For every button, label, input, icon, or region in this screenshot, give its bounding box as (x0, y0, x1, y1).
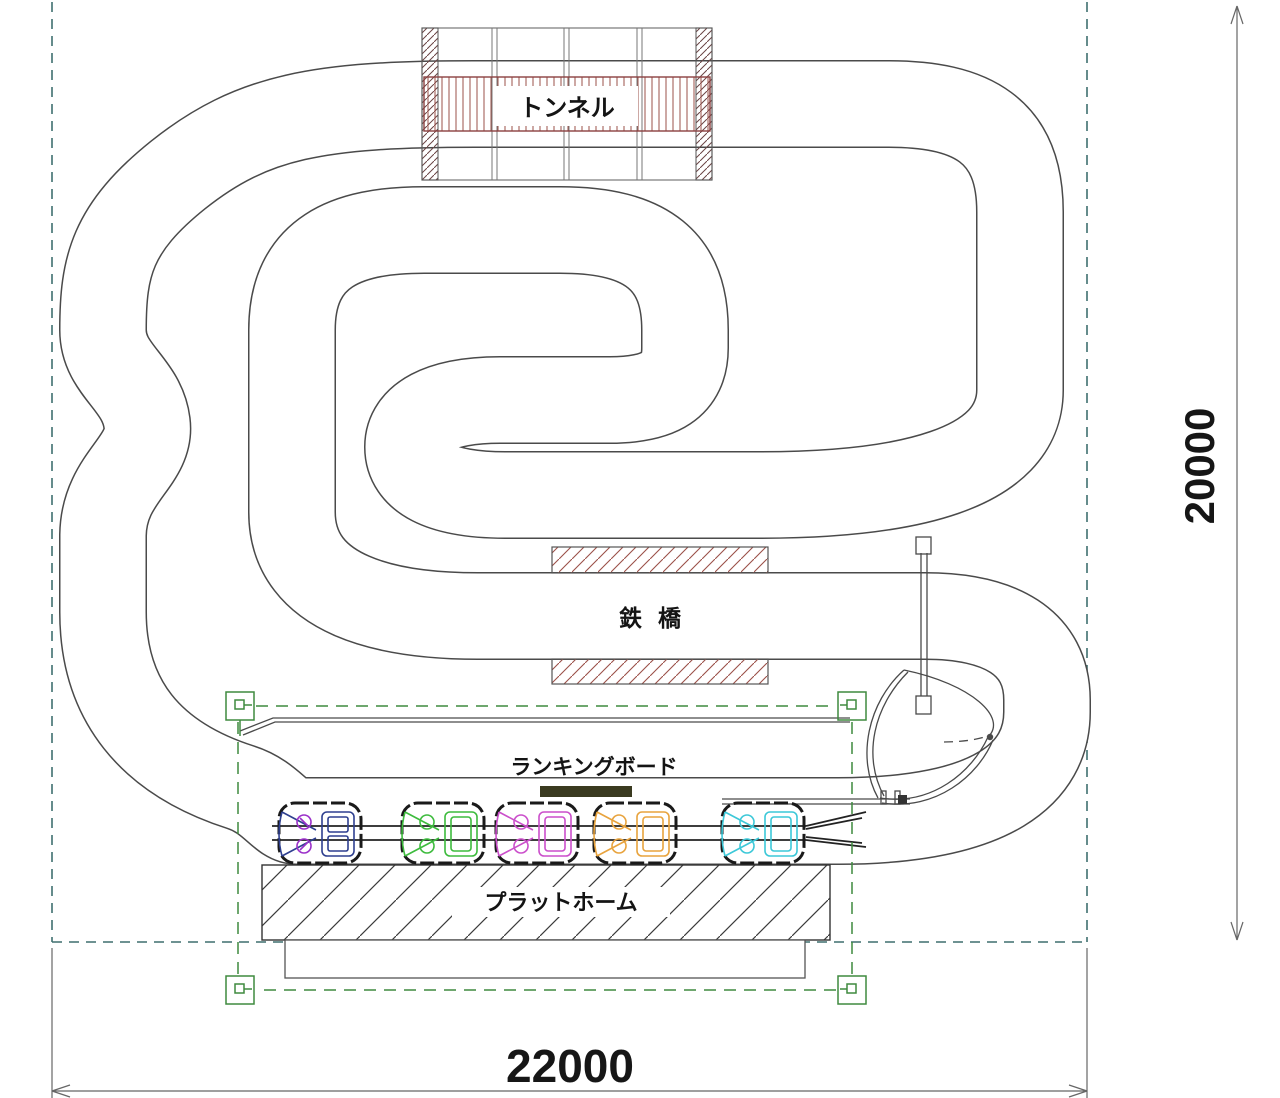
station-fence (239, 717, 850, 736)
height-dimension-label: 20000 (1176, 408, 1223, 525)
arrow-left (51, 1084, 71, 1098)
gate-post-bottom (915, 695, 932, 715)
tunnel-label: トンネル (519, 94, 615, 122)
ranking-board-panel (540, 786, 632, 797)
platform-base (284, 939, 806, 979)
bridge-girder-top (551, 546, 769, 574)
gate-sweep-arc (903, 669, 994, 738)
ranking-board: ランキングボード (510, 755, 678, 797)
sensor-layout (225, 691, 867, 1005)
dimension-height (1230, 5, 1244, 941)
gate-rail-block (898, 795, 907, 804)
platform-label-bg (452, 887, 670, 917)
bridge-structure: 鉄 橋 (551, 546, 769, 685)
bridge-girder-bottom (551, 658, 769, 685)
platform: プラットホーム (261, 864, 831, 979)
arrow-bottom (1230, 921, 1244, 941)
kart-navy (277, 801, 363, 865)
boarding-gate (722, 536, 994, 805)
gate-arm-dashed (943, 735, 989, 743)
track-road-surface (60, 61, 1090, 864)
gate-arm-left (866, 669, 905, 799)
sensor-marker-top-right (837, 691, 867, 721)
rail-switch-lower (805, 839, 867, 848)
sensor-marker-bottom-right (837, 975, 867, 1005)
tunnel-structure: トンネル (421, 27, 713, 181)
gate-arm-left2 (872, 671, 909, 797)
kart-green (400, 801, 486, 865)
ranking-board-label: ランキングボード (510, 755, 677, 779)
kart-magenta (494, 801, 580, 865)
kart-cyan (720, 801, 806, 865)
kart-orange (592, 801, 678, 865)
width-dimension-label: 22000 (506, 1040, 634, 1092)
platform-label: プラットホーム (484, 891, 637, 916)
gate-arm-pivot-dot (986, 733, 994, 741)
gate-post-top (915, 536, 932, 555)
arrow-right (1068, 1084, 1088, 1098)
sensor-marker-top-left (225, 691, 255, 736)
dimension-width (51, 948, 1088, 1098)
bridge-label: 鉄 橋 (619, 605, 685, 632)
rail-switch-upper (805, 811, 867, 827)
track-road (59, 60, 1091, 865)
gate-rail-post (880, 790, 887, 805)
tunnel-label-bg (496, 86, 638, 126)
sensor-marker-bottom-left (225, 975, 255, 1005)
arrow-top (1230, 5, 1244, 25)
